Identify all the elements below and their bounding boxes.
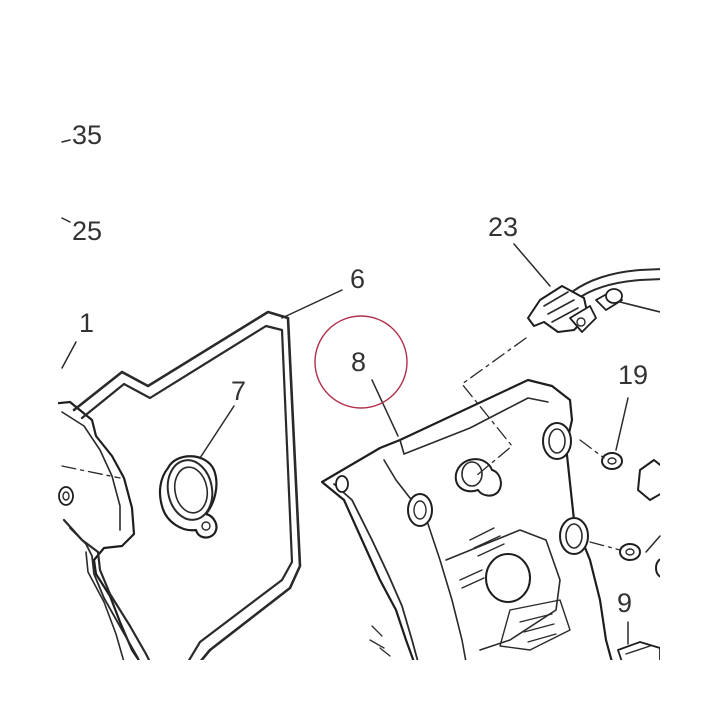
leader-lines <box>61 139 661 645</box>
part-19-washers <box>601 452 660 578</box>
callout-9: 9 <box>617 588 632 618</box>
part-7-seal <box>158 455 218 539</box>
part-23-sensor <box>527 268 660 333</box>
callout-8: 8 <box>351 347 366 377</box>
callout-19: 19 <box>618 360 648 390</box>
callout-6: 6 <box>350 264 365 294</box>
callout-23: 23 <box>488 212 518 242</box>
assembly-center-lines <box>61 337 621 551</box>
part-6-gasket <box>62 310 302 660</box>
part-8-housing <box>320 378 613 660</box>
callout-8-highlight-circle <box>314 315 408 409</box>
callout-25: 25 <box>72 216 102 246</box>
callout-7: 7 <box>231 376 246 406</box>
callout-labels: 35 25 23 6 1 7 8 19 9 <box>72 120 648 618</box>
part-1-cover <box>58 400 140 660</box>
callout-35: 35 <box>72 120 102 150</box>
part-9-clip <box>617 641 660 660</box>
callout-1: 1 <box>79 308 94 338</box>
